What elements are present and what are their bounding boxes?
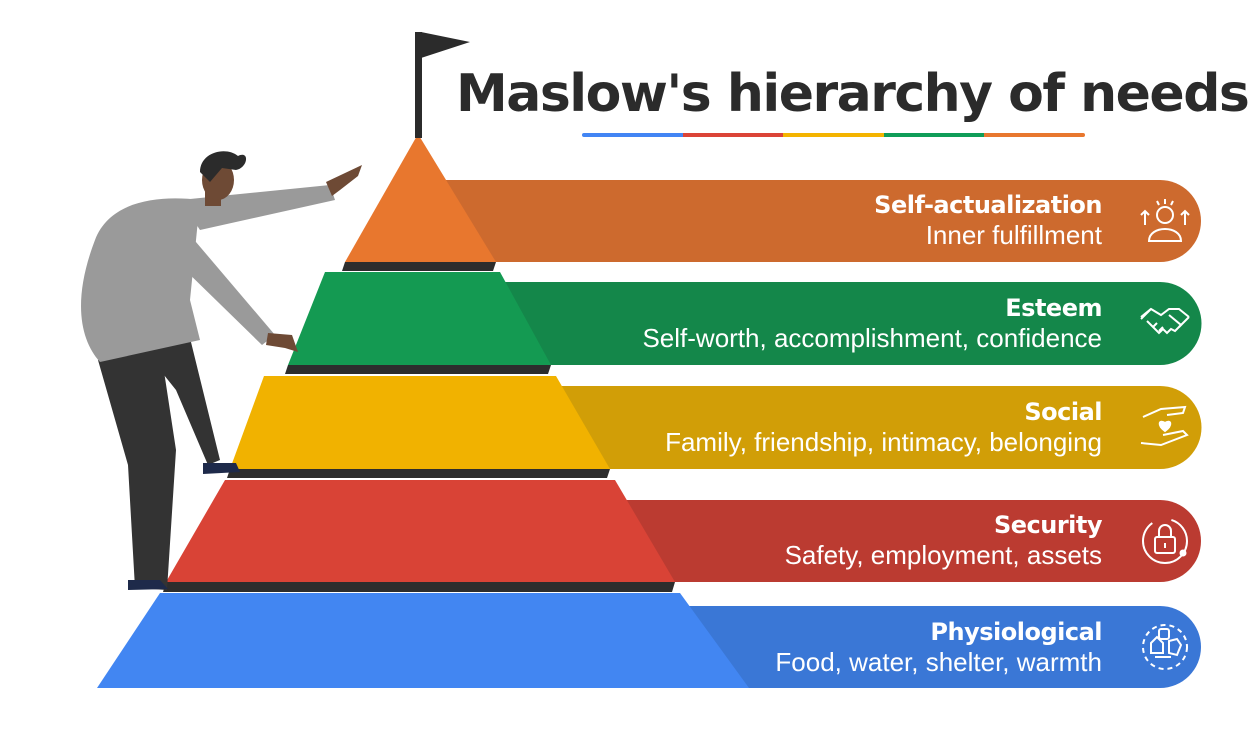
lock-icon bbox=[1142, 518, 1188, 564]
tier-shadow-self-actualization bbox=[342, 262, 496, 271]
level-name: Social bbox=[1024, 398, 1102, 426]
level-security bbox=[163, 480, 1201, 592]
level-esteem bbox=[285, 272, 1202, 374]
band-label-self-actualization: Self-actualization Inner fulfillment bbox=[874, 190, 1102, 250]
tier-shadow-esteem bbox=[285, 365, 551, 374]
level-description: Family, friendship, intimacy, belonging bbox=[665, 427, 1102, 457]
tier-shadow-social bbox=[227, 469, 610, 478]
pyramid-tier-social bbox=[230, 376, 610, 469]
level-physiological bbox=[97, 593, 1201, 688]
level-description: Inner fulfillment bbox=[925, 220, 1102, 250]
handshake-icon bbox=[1140, 307, 1190, 335]
band-security bbox=[580, 500, 1160, 582]
band-label-physiological: Physiological Food, water, shelter, warm… bbox=[775, 617, 1102, 677]
level-name: Self-actualization bbox=[874, 191, 1102, 219]
heart-hand-icon bbox=[1140, 405, 1189, 447]
title-underline-segment bbox=[783, 133, 884, 137]
band-label-esteem: Esteem Self-worth, accomplishment, confi… bbox=[642, 293, 1102, 353]
climber-front-shoe bbox=[203, 463, 240, 474]
pyramid-tier-security bbox=[166, 480, 675, 582]
climber-lower-arm bbox=[180, 235, 275, 345]
person-growth-icon bbox=[1140, 199, 1190, 242]
title-underline bbox=[582, 133, 1085, 137]
climber-torso bbox=[81, 198, 200, 362]
title-underline-segment bbox=[883, 133, 985, 137]
page-title: Maslow's hierarchy of needs bbox=[456, 64, 1250, 124]
pyramid-tier-physiological bbox=[97, 593, 749, 688]
level-name: Physiological bbox=[930, 618, 1102, 646]
climber-front-leg bbox=[140, 338, 220, 465]
level-social bbox=[227, 376, 1202, 478]
level-description: Self-worth, accomplishment, confidence bbox=[642, 323, 1102, 353]
band-end-esteem bbox=[1120, 282, 1202, 365]
climber-back-shoe bbox=[128, 580, 168, 590]
climber-back-leg bbox=[98, 345, 176, 590]
title-underline-segment bbox=[682, 133, 784, 137]
flag-pole bbox=[415, 32, 422, 138]
band-esteem bbox=[460, 282, 1160, 365]
band-end-security bbox=[1120, 500, 1201, 582]
title-underline-segment bbox=[582, 133, 683, 137]
climber-raised-arm bbox=[180, 185, 335, 230]
pyramid-tier-self-actualization bbox=[345, 134, 496, 262]
climber-illustration bbox=[81, 151, 362, 590]
band-social bbox=[520, 386, 1160, 469]
band-self-actualization bbox=[420, 180, 1160, 262]
climber-raised-hand bbox=[326, 165, 362, 196]
flag bbox=[415, 32, 470, 138]
flag-cloth bbox=[421, 32, 470, 58]
band-end-physiological bbox=[1120, 606, 1201, 688]
level-name: Esteem bbox=[1005, 294, 1102, 322]
level-name: Security bbox=[993, 511, 1103, 539]
climber-hair bbox=[200, 151, 247, 182]
tier-shadow-security bbox=[163, 582, 675, 592]
level-description: Safety, employment, assets bbox=[784, 540, 1102, 570]
band-label-social: Social Family, friendship, intimacy, bel… bbox=[665, 397, 1102, 457]
food-shelter-icon bbox=[1142, 624, 1188, 670]
title-underline-segment bbox=[984, 133, 1085, 137]
climber-lower-hand bbox=[266, 333, 298, 352]
level-description: Food, water, shelter, warmth bbox=[775, 647, 1102, 677]
pyramid-tier-esteem bbox=[288, 272, 551, 365]
band-label-security: Security Safety, employment, assets bbox=[784, 510, 1103, 570]
